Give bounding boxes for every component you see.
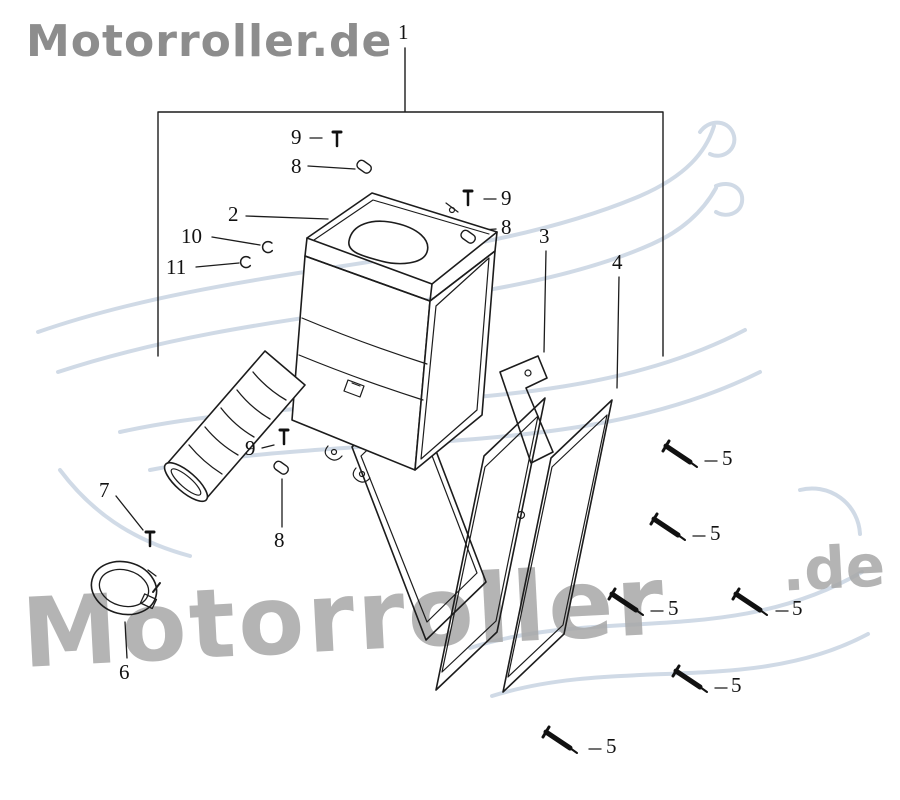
- bolt-icon: [144, 130, 474, 548]
- part-label-5-f: 5: [606, 734, 617, 758]
- part-label-9-right: 9: [501, 186, 512, 210]
- part-label-2: 2: [228, 202, 239, 226]
- part-label-4: 4: [612, 250, 623, 274]
- leader-lines: [115, 137, 789, 750]
- filter-cover: [502, 399, 613, 693]
- part-label-8-mid: 8: [274, 528, 285, 552]
- watermark-brand: Motorroller.de: [26, 16, 393, 67]
- part-label-9-top: 9: [291, 125, 302, 149]
- spacer-icon: [273, 159, 476, 475]
- part-label-10: 10: [181, 224, 202, 248]
- part-label-7: 7: [99, 478, 110, 502]
- part-label-5-e: 5: [731, 673, 742, 697]
- clip-icon: [239, 240, 274, 269]
- part-label-5-a: 5: [722, 446, 733, 470]
- part-label-5-b: 5: [710, 521, 721, 545]
- screw-5-icon: [541, 439, 768, 754]
- hose-clamp-icon: [90, 560, 161, 616]
- part-label-5-d: 5: [792, 596, 803, 620]
- callout-bracket: [157, 47, 664, 357]
- air-filter-housing: [291, 192, 498, 483]
- part-label-5-c: 5: [668, 596, 679, 620]
- part-label-8-top: 8: [291, 154, 302, 178]
- part-label-6: 6: [119, 660, 130, 684]
- part-label-8-right: 8: [501, 215, 512, 239]
- part-label-3: 3: [539, 224, 550, 248]
- part-label-1: 1: [398, 20, 409, 44]
- duct-bracket: [499, 355, 554, 464]
- intake-tube: [163, 350, 306, 503]
- part-label-11: 11: [166, 255, 187, 279]
- filter-element: [435, 397, 546, 691]
- part-label-9-mid: 9: [245, 436, 256, 460]
